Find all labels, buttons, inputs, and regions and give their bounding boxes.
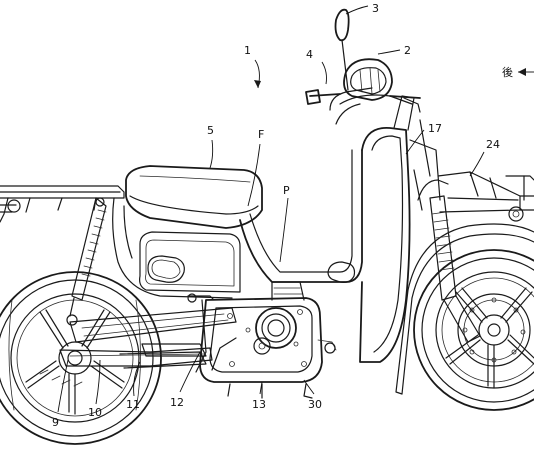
seat [125,165,263,229]
label-1: 1 [244,44,251,57]
label-4: 4 [306,48,313,61]
label-24: 24 [486,138,500,151]
label-5: 5 [207,124,214,137]
label-30: 30 [308,398,322,411]
label-F: F [258,128,264,141]
label-2: 2 [404,44,411,57]
label-17: 17 [428,122,442,135]
rear-shock-absorber [66,197,107,326]
label-11: 11 [126,398,140,411]
reference-labels: 1 2 3 4 5 F P 17 24 9 10 11 12 13 30 後 [52,2,513,429]
direction-label: 後 [502,65,513,79]
swingarm [59,307,237,369]
label-P: P [283,184,290,197]
engine [187,281,337,399]
leader-lines [57,5,534,413]
label-3: 3 [372,2,379,15]
front-wheel [395,223,534,411]
rear-carrier [0,185,125,223]
label-13: 13 [252,398,266,411]
label-10: 10 [88,406,102,419]
body-frame [112,8,534,363]
label-9: 9 [52,416,59,429]
label-12: 12 [170,396,184,409]
rear-wheel [0,271,162,445]
